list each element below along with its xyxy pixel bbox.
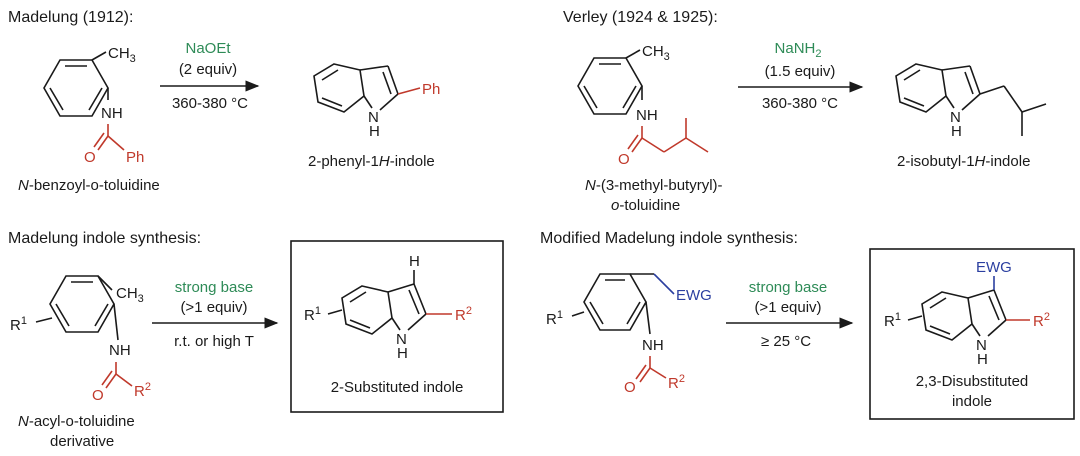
reaction1-reactant-name: N-benzoyl-o-toluidine [18, 177, 160, 194]
reaction4-product-ewg: EWG [976, 259, 1012, 276]
reaction4-equiv: (>1 equiv) [754, 299, 821, 316]
section-title-madelung-synthesis: Madelung indole synthesis: [8, 230, 201, 247]
reaction1-nh: NH [101, 105, 123, 122]
reaction2-product: N H [895, 63, 1047, 140]
reaction3-product-n: N [396, 331, 407, 348]
reaction3-product-r1: R1 [304, 305, 321, 324]
reaction2-condition: 360-380 °C [762, 95, 838, 112]
reaction3-product-h3: H [409, 253, 420, 270]
reaction1-reactant: CH3 NH O Ph [43, 45, 144, 166]
reaction4-product-name-line1: 2,3-Disubstituted [916, 373, 1029, 390]
reaction4-product-r1: R1 [884, 311, 901, 330]
reaction3-r1: R1 [10, 315, 27, 334]
reaction3-reagent: strong base [175, 279, 253, 296]
reaction3-nh: NH [109, 342, 131, 359]
reaction4-reagent: strong base [749, 279, 827, 296]
reaction4-product-box [869, 248, 1075, 420]
reaction2-product-n: N [950, 109, 961, 126]
reaction4-product-h: H [977, 351, 988, 368]
reaction3-reactant-name-line2: derivative [50, 433, 114, 450]
reaction1-ph: Ph [126, 149, 144, 166]
reaction3-reactant: R1 CH3 NH O R2 [10, 275, 151, 404]
reaction4-product-name-line2: indole [952, 393, 992, 410]
reaction4-nh: NH [642, 337, 664, 354]
reaction1-equiv: (2 equiv) [179, 61, 237, 78]
reaction3-equiv: (>1 equiv) [180, 299, 247, 316]
reaction3-reactant-name-line1: N-acyl-o-toluidine [18, 413, 135, 430]
reaction2-reactant-name-line1: N-(3-methyl-butyryl)- [585, 177, 723, 194]
reaction2-nh: NH [636, 107, 658, 124]
reaction3-carbonyl-o: O [92, 387, 104, 404]
reaction3-product-r2: R2 [455, 305, 472, 324]
reaction2-equiv: (1.5 equiv) [765, 63, 836, 80]
reaction2-reactant-name-line2: o-toluidine [611, 197, 680, 214]
section-title-modified-madelung: Modified Madelung indole synthesis: [540, 230, 798, 247]
reaction1-ch3: CH3 [108, 45, 136, 65]
reaction1-product-ph: Ph [422, 81, 440, 98]
reaction2-product-h: H [951, 123, 962, 140]
reaction3-ch3: CH3 [116, 285, 144, 305]
reaction3-product-h: H [397, 345, 408, 362]
reaction1-product: N H Ph [313, 63, 440, 140]
reaction4-r1: R1 [546, 309, 563, 328]
reaction1-reagent: NaOEt [185, 40, 231, 57]
reaction4-product: R1 EWG N H R2 [884, 259, 1050, 368]
reaction3-r2: R2 [134, 381, 151, 400]
section-title-madelung-1912: Madelung (1912): [8, 9, 133, 26]
reaction4-carbonyl-o: O [624, 379, 636, 396]
reaction1-condition: 360-380 °C [172, 95, 248, 112]
section-title-verley: Verley (1924 & 1925): [563, 9, 718, 26]
reaction4-condition: ≥ 25 °C [761, 333, 811, 350]
reaction4-reactant: R1 EWG NH O R2 [546, 273, 712, 396]
reaction4-r2: R2 [668, 373, 685, 392]
reaction2-ch3: CH3 [642, 43, 670, 63]
reaction1-product-name: 2-phenyl-1H-indole [308, 153, 435, 170]
reaction2-reactant: CH3 NH O [577, 43, 709, 168]
reaction1-product-n: N [368, 109, 379, 126]
reaction2-product-name: 2-isobutyl-1H-indole [897, 153, 1030, 170]
reaction1-carbonyl-o: O [84, 149, 96, 166]
reaction3-condition: r.t. or high T [174, 333, 254, 350]
reaction4-ewg: EWG [676, 287, 712, 304]
reaction2-reagent: NaNH2 [775, 40, 822, 60]
reaction1-product-h: H [369, 123, 380, 140]
reaction3-product-name: 2-Substituted indole [331, 379, 464, 396]
reaction4-product-n: N [976, 337, 987, 354]
reaction4-product-r2: R2 [1033, 311, 1050, 330]
reaction2-carbonyl-o: O [618, 151, 630, 168]
reaction3-product-box [290, 240, 504, 413]
reaction3-product: R1 H N H R2 [304, 253, 472, 362]
